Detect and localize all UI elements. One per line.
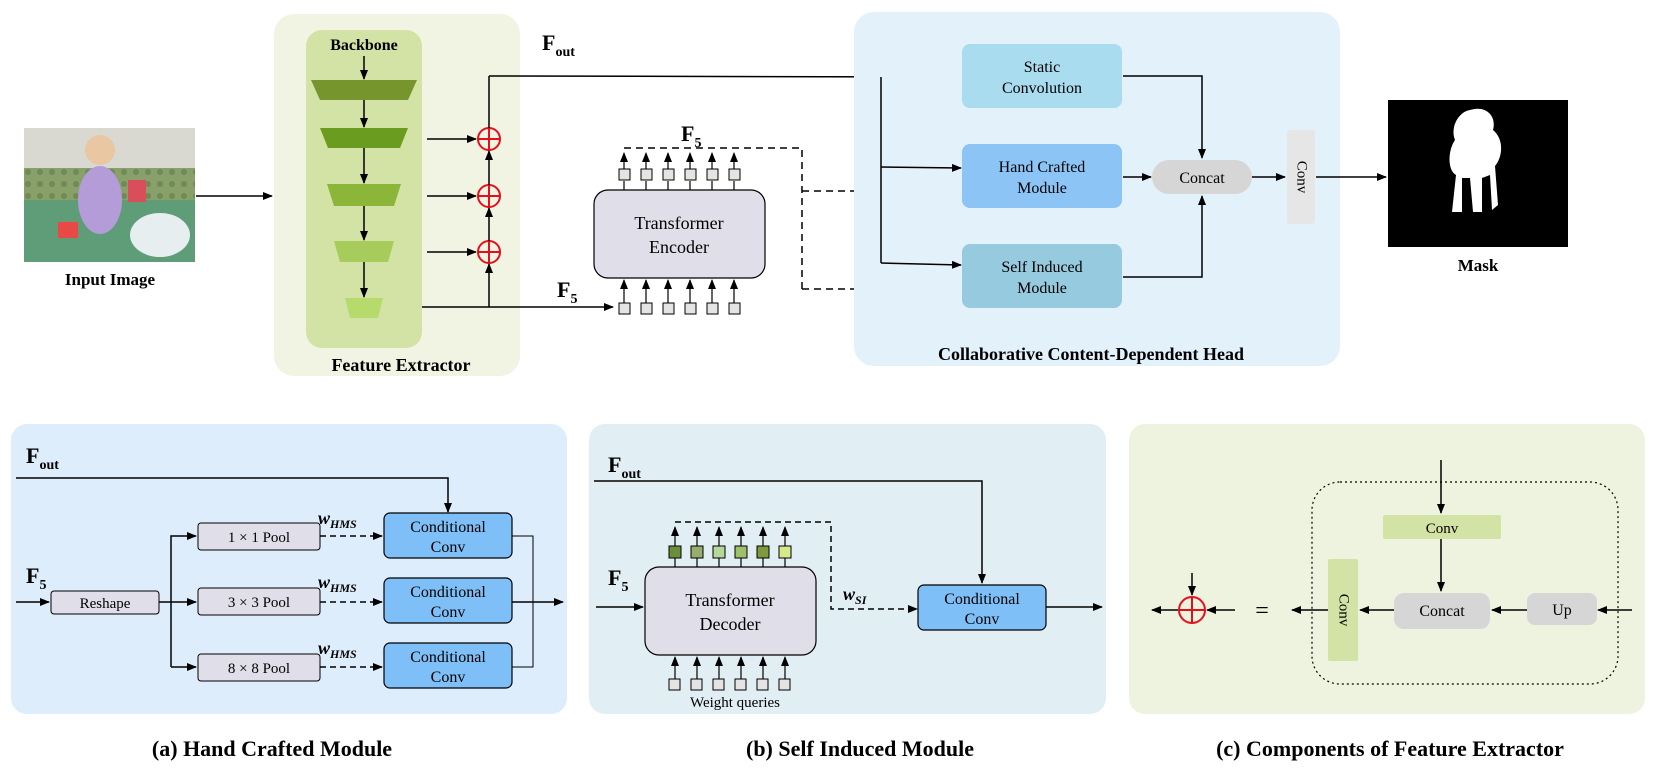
panel-b-f5: F5 [608,565,628,595]
concat-label-top: Concat [1179,170,1225,187]
cond-conv-a1-line2: Conv [431,539,466,556]
decoder-line2: Decoder [700,614,761,634]
panel-b-fout: Fout [608,452,641,482]
concat-c-label: Concat [1419,603,1465,620]
self-induced-line1: Self Induced [1001,259,1082,276]
backbone-stage-4 [334,241,394,262]
w-hms-label-3: wHMS [318,638,357,661]
cond-conv-a3 [383,642,513,689]
head-label: Collaborative Content-Dependent Head [938,344,1244,364]
add-circle-legend [1178,596,1206,624]
backbone-stage-5 [345,298,383,318]
up-label: Up [1552,602,1572,619]
cond-conv-a1-line1: Conditional [410,519,486,536]
f5-label-top-bottom: F5 [557,277,577,307]
w-hms-label-1: wHMS [318,508,357,531]
conv-box-top [1287,130,1315,224]
hand-crafted-module-box [962,144,1122,208]
panel-c-caption: (c) Components of Feature Extractor [1216,736,1564,761]
fout-label-top: Fout [542,30,575,60]
conv-side-box [1328,559,1358,661]
backbone-label: Backbone [330,37,398,54]
decoder-output-tokens [668,526,792,567]
mask-image [1388,100,1568,247]
cond-conv-b-line1: Conditional [944,591,1020,608]
concat-box [1152,160,1252,194]
panel-a-bg [11,424,567,714]
feature-extractor-label: Feature Extractor [331,355,470,375]
static-conv-line1: Static [1024,59,1060,76]
conv-top-box [1383,515,1501,539]
encoder-output-tokens [618,152,741,190]
components-dotted-box [1311,481,1619,685]
conv-label-top: Conv [1294,161,1310,194]
cond-conv-a3-line1: Conditional [410,649,486,666]
pool-8x8-label: 8 × 8 Pool [228,661,290,677]
weight-queries-label: Weight queries [690,695,780,711]
cond-conv-a2-line2: Conv [431,604,466,621]
backbone-stage-2 [320,128,408,148]
transformer-encoder-line2: Encoder [649,237,709,257]
static-convolution-box [962,44,1122,108]
concat-c-box [1394,593,1490,629]
pool-1x1-label: 1 × 1 Pool [228,530,290,546]
self-induced-module-box [962,244,1122,308]
cond-conv-b-line2: Conv [965,611,1000,628]
hand-crafted-line2: Module [1017,180,1067,197]
panel-a-caption: (a) Hand Crafted Module [152,736,392,761]
panel-b-caption: (b) Self Induced Module [746,736,974,761]
conv-side-label: Conv [1336,594,1352,627]
cond-conv-a2-line1: Conditional [410,584,486,601]
pool-3x3-label: 3 × 3 Pool [228,595,290,611]
w-si-label: wSI [843,584,868,607]
transformer-encoder [593,189,766,279]
add-circle-3 [477,240,501,264]
panel-c-bg [1129,424,1645,714]
weight-query-tokens [668,656,791,691]
input-image [24,128,195,262]
static-conv-line2: Convolution [1002,80,1082,97]
mask-label: Mask [1458,256,1499,275]
w-hms-label-2: wHMS [318,572,357,595]
reshape-label: Reshape [80,596,131,612]
add-circle-2 [477,184,501,208]
conv-top-label: Conv [1426,521,1459,537]
hand-crafted-line1: Hand Crafted [999,159,1086,176]
self-induced-line2: Module [1017,280,1067,297]
transformer-encoder-line1: Transformer [634,213,723,233]
backbone-stage-3 [327,184,401,206]
encoder-input-tokens [618,279,741,315]
input-image-label: Input Image [65,270,156,289]
panel-a-fout: Fout [26,443,59,473]
decoder-line1: Transformer [685,590,774,610]
panel-a-f5: F5 [26,563,46,593]
cond-conv-a2 [383,577,513,624]
add-circle-1 [477,127,501,151]
f5-label-top-encoder: F5 [681,121,701,151]
up-box [1527,593,1597,625]
cond-conv-a3-line2: Conv [431,669,466,686]
backbone-stage-1 [311,80,417,100]
transformer-decoder [644,566,817,656]
equals-sign: = [1255,598,1269,624]
